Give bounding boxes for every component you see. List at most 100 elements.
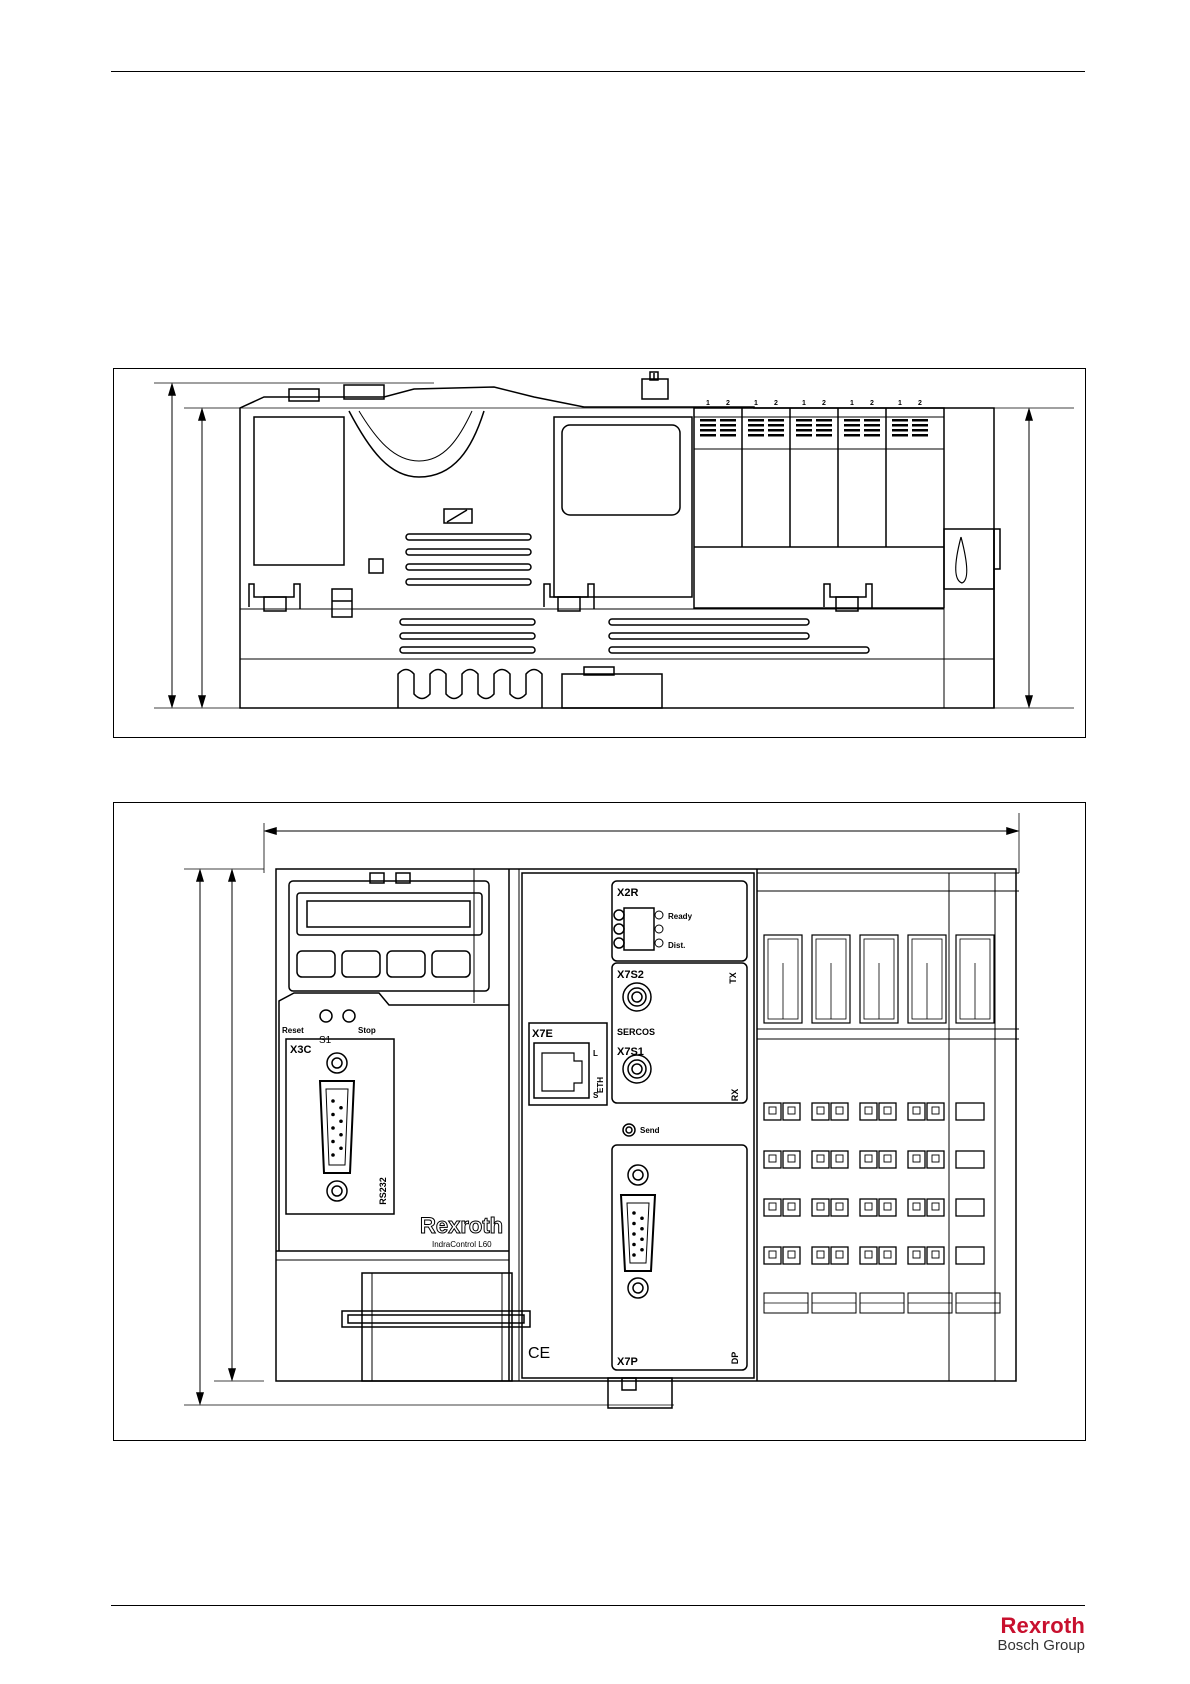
label-tx: TX [728,972,738,984]
connector-pin [640,1248,644,1252]
connector-pin [632,1232,636,1236]
terminal-number: 2 [918,400,922,407]
io-module-slot [812,935,850,1023]
connector-pin [339,1146,343,1150]
connector-pin [331,1140,335,1144]
io-terminal-pair [908,1151,944,1168]
terminal-stripe [912,424,928,427]
terminal-stripe [768,419,784,422]
connector-pin [632,1211,636,1215]
io-terminal-end [956,1151,984,1168]
label-ce: CE [528,1345,550,1362]
io-terminal-pair [812,1247,848,1264]
io-terminal-pair [812,1151,848,1168]
terminal-stripe [720,424,736,427]
terminal-stripe [700,424,716,427]
io-terminal-pair [764,1103,800,1120]
label-eth: ETH [596,1077,605,1093]
io-module-slot [956,935,994,1023]
label-x7s2: X7S2 [617,969,644,981]
label-rx: RX [730,1089,740,1102]
io-terminal-pair [860,1199,896,1216]
terminal-stripe [796,434,812,437]
terminal-number: 1 [706,400,710,407]
terminal-number: 2 [774,400,778,407]
terminal-stripe [892,419,908,422]
io-module-slot [860,935,898,1023]
label-rs232: RS232 [378,1177,388,1205]
terminal-stripe [864,434,880,437]
terminal-stripe [816,434,832,437]
terminal-number: 1 [850,400,854,407]
io-bottom-clip [812,1293,856,1313]
label-x2r: X2R [617,887,638,899]
label-logo: Rexroth [420,1213,503,1238]
io-terminal-pair [812,1103,848,1120]
terminal-stripe [748,419,764,422]
terminal-number: 2 [822,400,826,407]
io-module-slot [764,935,802,1023]
terminal-stripe [844,434,860,437]
terminal-stripe [748,424,764,427]
io-bottom-clip [956,1293,1000,1313]
label-ready: Ready [668,912,693,921]
io-terminal-pair [860,1103,896,1120]
io-terminal-pair [908,1199,944,1216]
terminal-number: 2 [870,400,874,407]
label-x7s1: X7S1 [617,1046,644,1058]
label-x7e: X7E [532,1028,553,1040]
io-terminal-pair [860,1247,896,1264]
label-sercos: SERCOS [617,1027,655,1037]
terminal-stripe [864,429,880,432]
connector-pin [632,1253,636,1257]
connector-pin [632,1243,636,1247]
connector-pin [331,1153,335,1157]
terminal-stripe [720,419,736,422]
brand-group: Bosch Group [997,1637,1085,1655]
front-view-figure: X2R Ready Dist. X7S2 TX SERCOS X7S1 RX X… [113,802,1086,1441]
terminal-stripe [720,429,736,432]
terminal-stripe [796,429,812,432]
terminal-number: 1 [754,400,758,407]
connector-pin [339,1133,343,1137]
io-terminal-end [956,1199,984,1216]
connector-pin [632,1222,636,1226]
terminal-stripe [768,434,784,437]
terminal-stripe [844,424,860,427]
terminal-stripe [844,419,860,422]
terminal-stripe [768,424,784,427]
connector-pin [331,1113,335,1117]
terminal-stripe [912,434,928,437]
terminal-stripe [892,434,908,437]
io-terminal-pair [908,1103,944,1120]
io-bottom-clip [908,1293,952,1313]
connector-pin [339,1106,343,1110]
terminal-stripe [912,429,928,432]
connector-pin [640,1227,644,1231]
connector-pin [339,1119,343,1123]
terminal-stripe [816,424,832,427]
label-dp: DP [730,1352,740,1365]
label-stop: Stop [358,1026,376,1035]
connector-pin [640,1216,644,1220]
io-module-slot [908,935,946,1023]
io-bottom-clip [764,1293,808,1313]
terminal-stripe [700,434,716,437]
terminal-stripe [720,434,736,437]
footer-rule [111,1605,1085,1606]
terminal-number: 1 [802,400,806,407]
terminal-stripe [748,429,764,432]
io-terminal-pair [812,1199,848,1216]
front-view-drawing: X2R Ready Dist. X7S2 TX SERCOS X7S1 RX X… [114,803,1085,1440]
terminal-stripe [748,434,764,437]
connector-pin [331,1126,335,1130]
connector-pin [640,1237,644,1241]
terminal-stripe [700,429,716,432]
label-dist: Dist. [668,941,685,950]
terminal-stripe [892,424,908,427]
terminal-stripe [816,429,832,432]
terminal-stripe [768,429,784,432]
terminal-stripe [864,424,880,427]
terminal-stripe [844,429,860,432]
